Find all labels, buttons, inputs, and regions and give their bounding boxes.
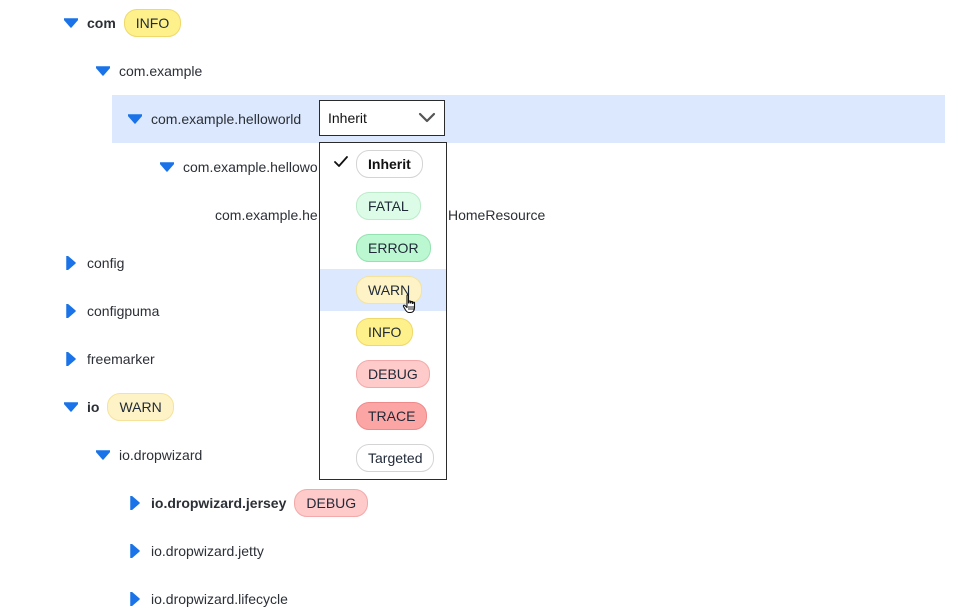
option-label: ERROR [356, 234, 431, 262]
caret-right-icon[interactable] [128, 496, 142, 510]
caret-right-icon[interactable] [64, 256, 78, 270]
tree-node-config[interactable]: config [64, 246, 124, 280]
node-label: io.dropwizard [119, 447, 203, 463]
tree-node-lifecycle[interactable]: io.dropwizard.lifecycle [128, 582, 288, 612]
tree-node-helloworld[interactable]: com.example.helloworld [112, 95, 945, 143]
node-label: com.example.helloworld [151, 111, 302, 127]
caret-right-icon[interactable] [64, 304, 78, 318]
caret-down-icon[interactable] [64, 400, 78, 414]
caret-right-icon[interactable] [128, 592, 142, 606]
level-badge[interactable]: DEBUG [294, 489, 369, 517]
node-label: config [87, 255, 125, 271]
level-option-fatal[interactable]: FATAL [320, 185, 446, 227]
tree-node-com-example[interactable]: com.example [96, 54, 202, 88]
option-label: Inherit [356, 150, 423, 178]
chevron-down-icon[interactable] [418, 111, 436, 125]
level-option-inherit[interactable]: Inherit [320, 143, 446, 185]
caret-down-icon[interactable] [64, 16, 78, 30]
caret-down-icon[interactable] [96, 448, 110, 462]
node-label: com.example.hellowo [183, 159, 318, 175]
level-option-info[interactable]: INFO [320, 311, 446, 353]
tree-node-io[interactable]: io WARN [64, 390, 174, 424]
node-label: io.dropwizard.jetty [151, 543, 264, 559]
hand-pointer-icon [402, 294, 416, 314]
node-label: com.example.he [215, 207, 318, 223]
option-label: INFO [356, 318, 414, 346]
option-label: TRACE [356, 402, 428, 430]
node-label: com.example [119, 63, 203, 79]
node-label: freemarker [87, 351, 155, 367]
tree-node-jetty[interactable]: io.dropwizard.jetty [128, 534, 264, 568]
node-label: io.dropwizard.jersey [151, 495, 287, 511]
node-label-tail: HomeResource [448, 207, 546, 223]
caret-right-icon[interactable] [128, 544, 142, 558]
node-label: io.dropwizard.lifecycle [151, 591, 288, 607]
tree-leaf-home-resource-tail: HomeResource [448, 198, 545, 232]
option-label: FATAL [356, 192, 421, 220]
level-option-error[interactable]: ERROR [320, 227, 446, 269]
node-label: com [87, 15, 116, 31]
caret-down-icon[interactable] [160, 160, 174, 174]
option-label: Targeted [356, 444, 435, 472]
level-option-targeted[interactable]: Targeted [320, 437, 446, 479]
checkmark-icon [334, 156, 348, 167]
tree-node-configpuma[interactable]: configpuma [64, 294, 159, 328]
node-label: io [87, 399, 100, 415]
tree-node-com[interactable]: com INFO [64, 6, 182, 40]
level-badge[interactable]: INFO [123, 9, 182, 37]
tree-leaf-home-resource[interactable]: com.example.he [215, 198, 318, 232]
level-option-trace[interactable]: TRACE [320, 395, 446, 437]
caret-right-icon[interactable] [64, 352, 78, 366]
level-badge[interactable]: WARN [107, 393, 174, 421]
tree-node-freemarker[interactable]: freemarker [64, 342, 155, 376]
level-option-debug[interactable]: DEBUG [320, 353, 446, 395]
tree-node-helloworld-sub[interactable]: com.example.hellowo [160, 150, 318, 184]
tree-node-jersey[interactable]: io.dropwizard.jersey DEBUG [128, 486, 369, 520]
option-label: DEBUG [356, 360, 430, 388]
caret-down-icon[interactable] [128, 112, 142, 126]
caret-down-icon[interactable] [96, 64, 110, 78]
option-label: WARN [356, 276, 423, 304]
level-select-value: Inherit [328, 110, 367, 126]
level-dropdown-menu: Inherit FATAL ERROR WARN INFO DEBUG TRAC… [319, 142, 447, 480]
level-option-warn[interactable]: WARN [320, 269, 446, 311]
level-select[interactable]: Inherit [319, 100, 445, 136]
node-label: configpuma [87, 303, 160, 319]
tree-node-io-dropwizard[interactable]: io.dropwizard [96, 438, 202, 472]
